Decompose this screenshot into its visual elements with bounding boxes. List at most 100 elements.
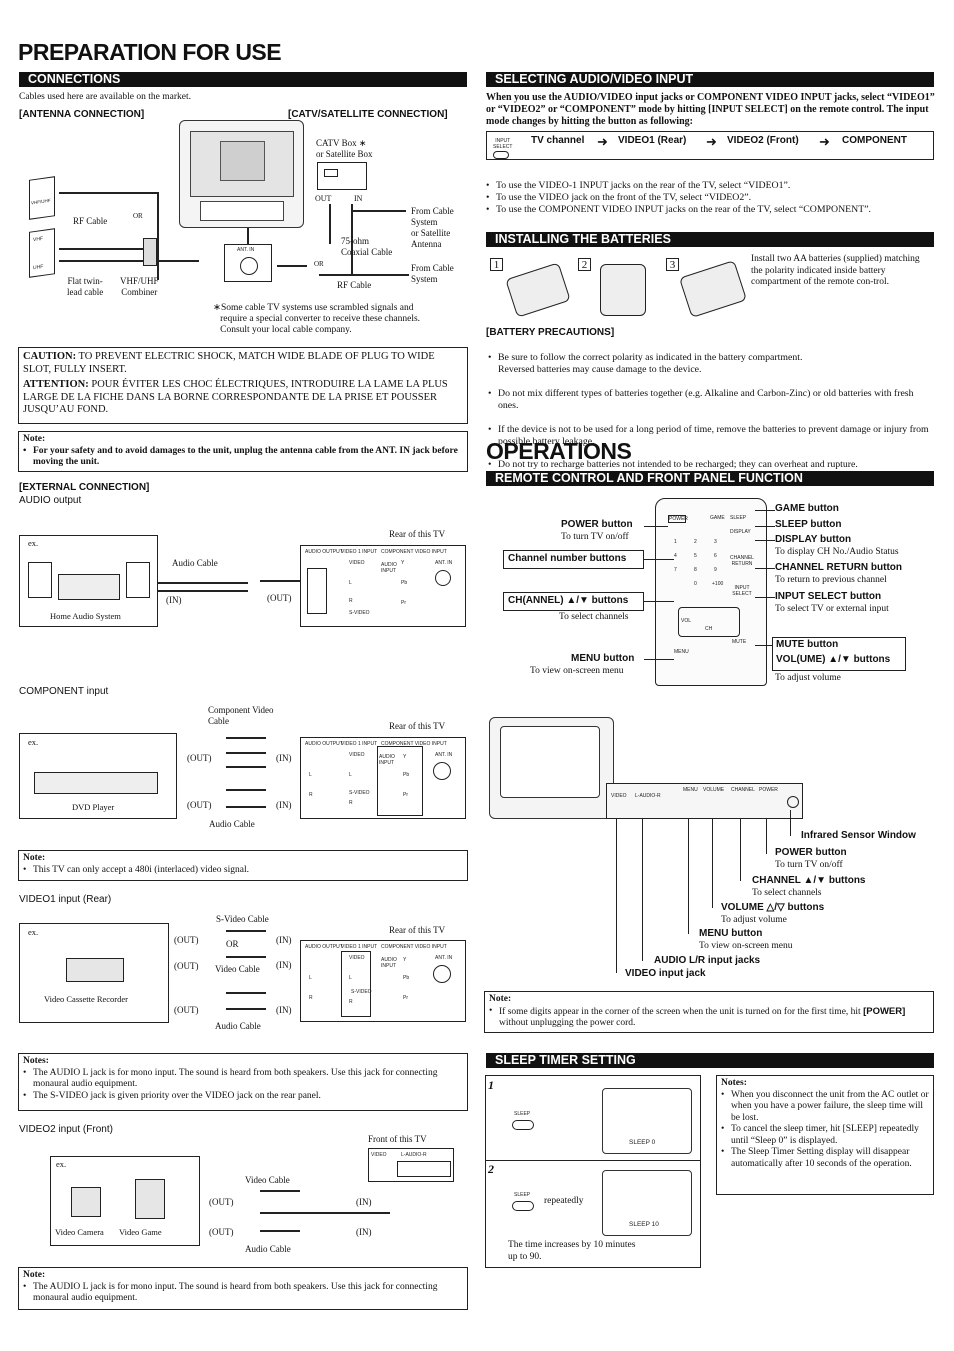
in-label: (IN)	[276, 753, 292, 763]
sleep-key-label: SLEEP	[514, 1192, 531, 1198]
out-label: (OUT)	[187, 753, 212, 763]
precaution-item: Do not try to recharge batteries not int…	[488, 459, 934, 471]
audio-cable-label: Audio Cable	[172, 558, 218, 568]
note-item: The AUDIO L jack is for mono input. The …	[23, 1068, 463, 1091]
operations-title: OPERATIONS	[486, 438, 632, 464]
from-cable-label-2: From Cable System	[411, 263, 454, 284]
vhf-uhf-split-plate: VHF UHF	[29, 228, 55, 278]
out-label: (OUT)	[209, 1197, 234, 1207]
rear-label-1: Rear of this TV	[389, 529, 446, 539]
rf-cable-label: RF Cable	[73, 216, 108, 226]
ex-box-audio: ex. Home Audio System	[19, 535, 158, 627]
display-desc: To display CH No./Audio Status	[775, 547, 899, 557]
in-label: (IN)	[166, 595, 182, 605]
audio-cable-label: Audio Cable	[245, 1244, 291, 1254]
mute-label: MUTE button	[776, 639, 839, 650]
sleep-note-item: When you disconnect the unit from the AC…	[721, 1090, 929, 1125]
component-note-box: Note: This TV can only accept a 480i (in…	[18, 850, 468, 881]
sleep-button-icon[interactable]	[512, 1120, 534, 1130]
battery-step-3: 3	[666, 258, 748, 318]
sleep-steps-box: 1 SLEEP SLEEP 0 2 SLEEP repeatedly SLEEP…	[485, 1075, 701, 1268]
safety-note-box: Note: For your safety and to avoid damag…	[18, 431, 468, 472]
channel-return-label: CHANNEL RETURN button	[775, 562, 903, 573]
game-label: GAME button	[775, 503, 839, 514]
coax-label: 75-ohm Coaxial Cable	[341, 236, 393, 257]
caution-text: TO PREVENT ELECTRIC SHOCK, MATCH WIDE BL…	[23, 351, 435, 375]
remote-menu-key: MENU	[674, 649, 689, 655]
remote-key-0: 0	[694, 581, 697, 587]
battery-step-1: 1	[490, 258, 571, 318]
menu-desc: To view on-screen menu	[530, 666, 624, 676]
ex-label: ex.	[28, 737, 39, 747]
note-item: The S-VIDEO jack is given priority over …	[23, 1091, 463, 1103]
in-label: (IN)	[356, 1197, 372, 1207]
flow-video2: VIDEO2 (Front)	[727, 135, 799, 146]
catv-out-label: OUT	[315, 194, 332, 203]
remote-key-100: +100	[712, 581, 724, 587]
batteries-text: Install two AA batteries (supplied) matc…	[751, 254, 920, 288]
attention-label: ATTENTION:	[23, 379, 89, 391]
sleep-label: SLEEP button	[775, 519, 842, 530]
remote-key-8: 8	[694, 567, 697, 573]
remote-key-6: 6	[714, 553, 717, 559]
front-power-label: POWER button	[775, 847, 847, 858]
video-cable-label: Video Cable	[215, 964, 260, 974]
step-number: 1	[490, 258, 503, 271]
component-input-label: COMPONENT input	[19, 686, 109, 697]
component-cable-label: Component Video Cable	[208, 705, 274, 726]
remote-key-9: 9	[714, 567, 717, 573]
catv-box-label: CATV Box ∗ or Satellite Box	[316, 138, 373, 159]
remote-key-1: 1	[674, 539, 677, 545]
vol-label: VOL(UME) ▲/▼ buttons	[776, 654, 891, 666]
remote-mute-key: MUTE	[732, 639, 747, 645]
selecting-header: SELECTING AUDIO/VIDEO INPUT	[486, 72, 934, 87]
front-menu-desc: To view on-screen menu	[699, 941, 793, 951]
video-game-icon	[135, 1179, 165, 1219]
remote-cover-icon	[678, 260, 748, 318]
ch-buttons-label: CH(ANNEL) ▲/▼ buttons	[508, 595, 629, 606]
note-text: The AUDIO L jack is for mono input. The …	[23, 1282, 463, 1305]
sleep-increase-text: The time increases by 10 minutes up to 9…	[508, 1240, 636, 1262]
flow-component: COMPONENT	[842, 135, 907, 146]
repeatedly-label: repeatedly	[544, 1196, 584, 1206]
selecting-text: When you use the AUDIO/VIDEO input jacks…	[486, 92, 935, 127]
sleep-header: SLEEP TIMER SETTING	[486, 1053, 934, 1068]
video2-label: VIDEO2 input (Front)	[19, 1124, 113, 1135]
remote-key-7: 7	[674, 567, 677, 573]
sleep-button-icon[interactable]	[512, 1201, 534, 1211]
video-jack-label: VIDEO input jack	[625, 968, 706, 979]
catv-label: [CATV/SATELLITE CONNECTION]	[288, 109, 448, 120]
or-label: OR	[133, 212, 143, 220]
remote-display-key: DISPLAY	[730, 529, 751, 535]
sleep-note-item: To cancel the sleep timer, hit [SLEEP] r…	[721, 1124, 929, 1147]
ch-buttons-box: CH(ANNEL) ▲/▼ buttons	[503, 592, 644, 611]
video-game-label: Video Game	[119, 1227, 162, 1237]
remote-power-key: POWER	[668, 515, 688, 523]
remote-key-5: 5	[694, 553, 697, 559]
step-1: 1	[488, 1078, 494, 1092]
connections-header: CONNECTIONS	[19, 72, 467, 87]
ex-label: ex.	[28, 927, 39, 937]
vcr-icon	[66, 958, 124, 982]
input-select-button-icon	[493, 151, 509, 159]
combiner-label: VHF/UHF Combiner	[120, 276, 159, 297]
rf-cable-label-2: RF Cable	[337, 280, 372, 290]
out-label: (OUT)	[174, 1005, 199, 1015]
step-2: 2	[488, 1162, 494, 1176]
front-control-panel: VIDEO L-AUDIO-R MENU VOLUME CHANNEL POWE…	[606, 783, 803, 819]
audio-lr-label: AUDIO L/R input jacks	[654, 955, 761, 966]
front-volume-desc: To adjust volume	[721, 915, 787, 925]
audio-cable-label: Audio Cable	[209, 819, 255, 829]
vcr-label: Video Cassette Recorder	[44, 994, 128, 1004]
remote-back-icon	[505, 262, 571, 318]
in-label: (IN)	[276, 1005, 292, 1015]
remote-power-desc: To turn TV on/off	[561, 532, 629, 542]
sleep-screen-2: SLEEP 10	[602, 1170, 692, 1236]
page-title: PREPARATION FOR USE	[18, 39, 282, 65]
ex-box-component: ex. DVD Player	[19, 733, 177, 819]
dvd-label: DVD Player	[72, 802, 115, 812]
arrow-right-icon: ➜	[819, 134, 830, 149]
combiner-icon	[143, 238, 157, 266]
in-label: (IN)	[276, 800, 292, 810]
catv-box-icon	[317, 162, 367, 190]
